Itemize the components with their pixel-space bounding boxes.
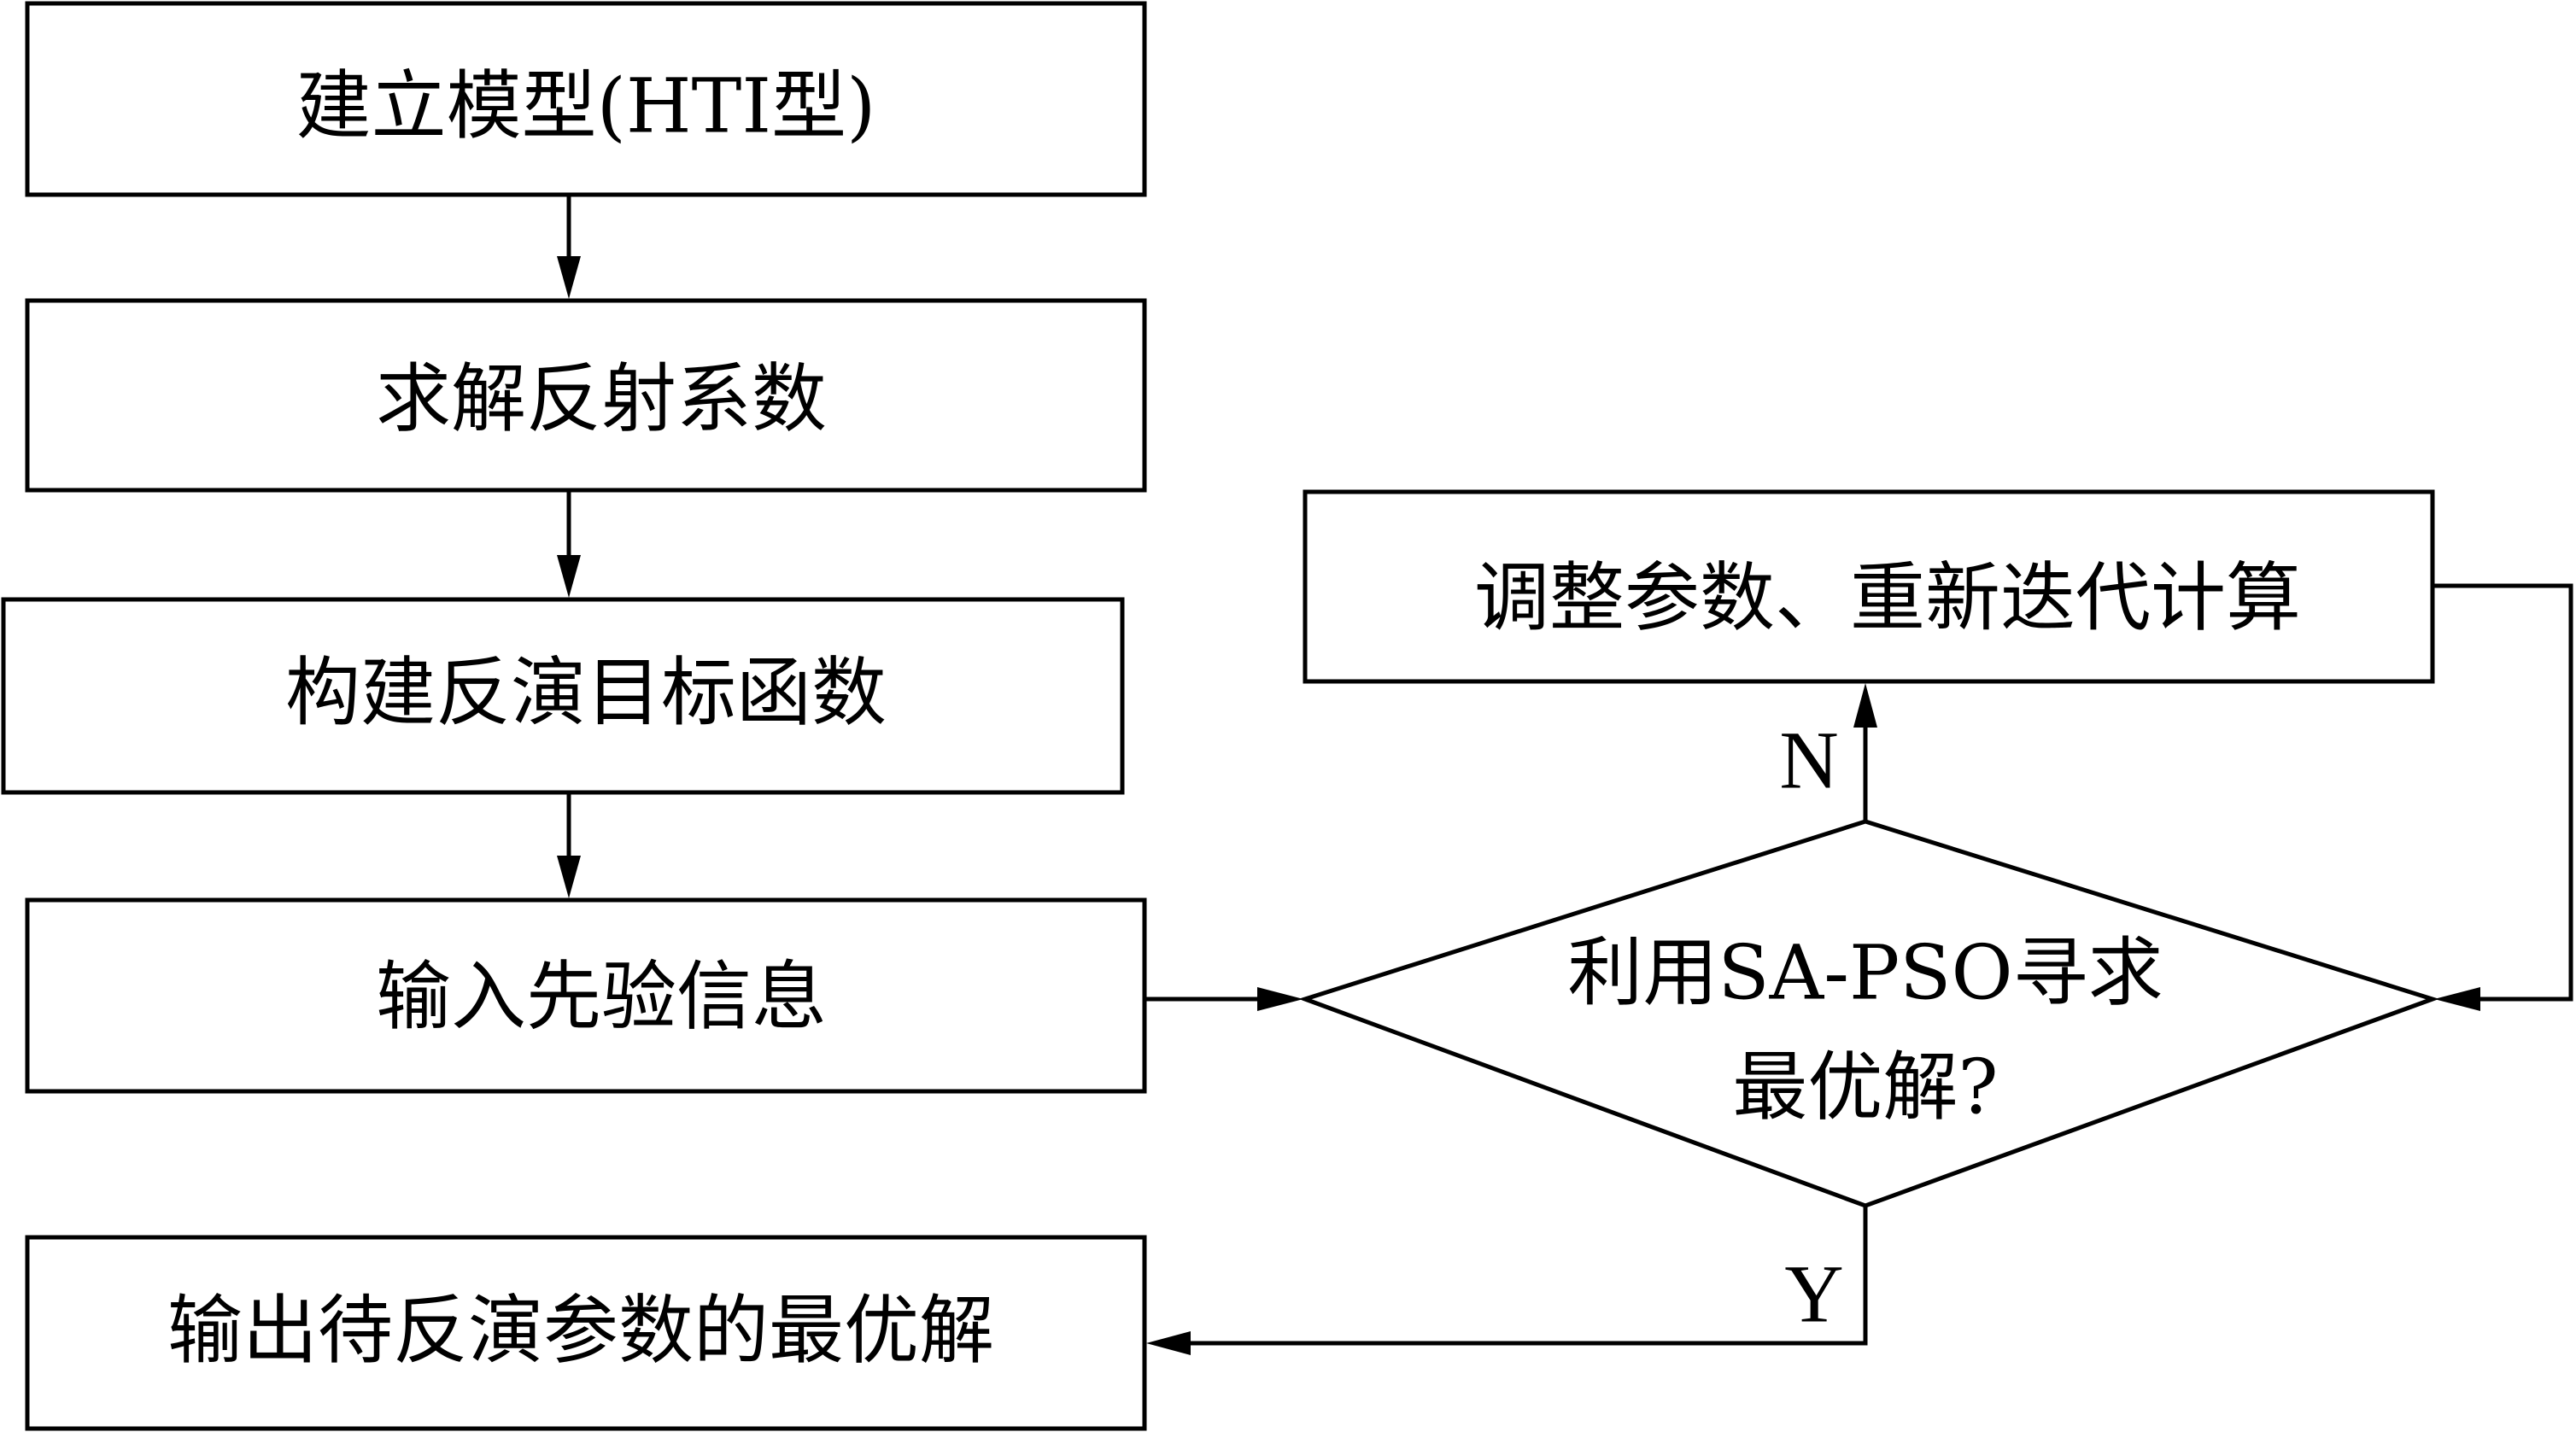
arrowhead-icon (557, 856, 581, 898)
node-build-objective-label: 构建反演目标函数 (285, 649, 887, 737)
node-build-objective (1, 597, 1125, 795)
edge-decision-yes (1187, 1206, 1868, 1346)
node-decision (1298, 819, 2439, 1208)
node-solve-reflection-label: 求解反射系数 (376, 355, 827, 443)
arrowhead-icon (557, 256, 581, 299)
node-build-model-label: 建立模型(HTI型) (296, 62, 876, 150)
arrowhead-icon (1853, 683, 1877, 728)
node-solve-reflection (25, 298, 1147, 493)
node-output-optimal (25, 1235, 1147, 1431)
node-input-prior (25, 897, 1147, 1094)
node-output-optimal-label: 输出待反演参数的最优解 (167, 1287, 994, 1375)
arrowhead-icon (1146, 1331, 1191, 1355)
arrowhead-icon (2434, 987, 2480, 1011)
node-adjust-params (1303, 489, 2435, 684)
edge-adjust-to-decision (2433, 583, 2573, 1002)
edge-label-yes: Y (1784, 1248, 1843, 1340)
node-decision-label-line2: 最优解? (1732, 1043, 1998, 1131)
node-input-prior-label: 输入先验信息 (376, 953, 827, 1041)
node-adjust-params-label: 调整参数、重新迭代计算 (1474, 554, 2301, 642)
edge-label-no: N (1779, 715, 1838, 806)
arrowhead-icon (1257, 987, 1303, 1011)
node-build-model (25, 1, 1147, 197)
node-decision-label-line1: 利用SA-PSO寻求 (1567, 929, 2163, 1017)
arrowhead-icon (557, 555, 581, 598)
